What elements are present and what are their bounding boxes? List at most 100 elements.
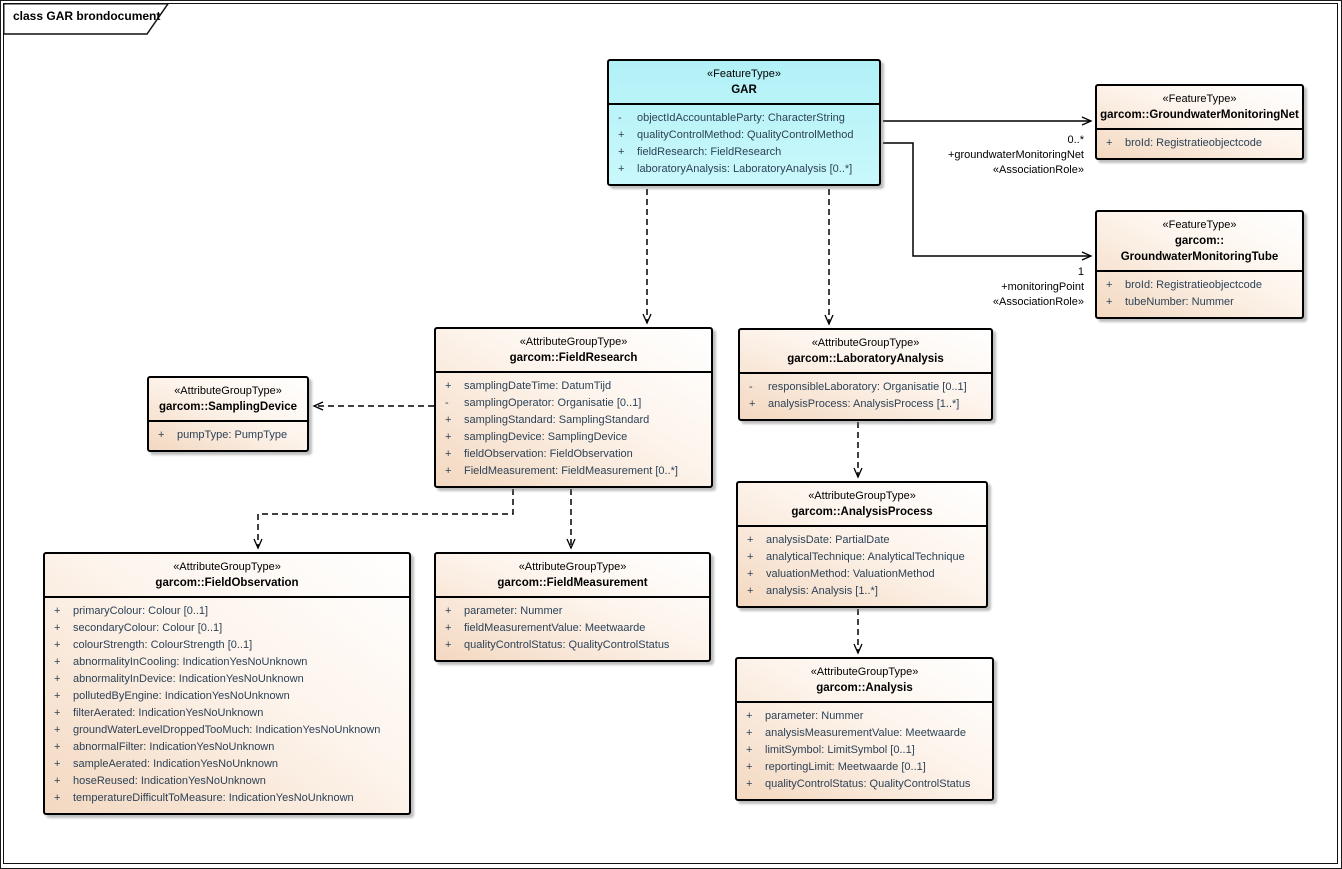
visibility-marker: + [54, 673, 61, 685]
stereotype-label: «AttributeGroupType» [808, 490, 916, 502]
attribute-row: + reportingLimit: Meetwaarde [0..1] [737, 759, 992, 776]
class-groundwatermonitoringnet[interactable]: «FeatureType» garcom::GroundwaterMonitor… [1095, 84, 1304, 160]
attribute-row: + samplingDevice: SamplingDevice [436, 429, 711, 446]
attribute-list: + samplingDateTime: DatumTijd - sampling… [436, 373, 711, 486]
class-analysis[interactable]: «AttributeGroupType» garcom::Analysis + … [735, 657, 994, 801]
role-name-label: +monitoringPoint [1001, 281, 1084, 293]
visibility-marker: + [54, 690, 61, 702]
attribute-row: + pollutedByEngine: IndicationYesNoUnkno… [45, 688, 409, 705]
visibility-marker: + [445, 465, 452, 477]
visibility-marker: + [747, 551, 754, 563]
attribute-list: + primaryColour: Colour [0..1] + seconda… [45, 598, 409, 813]
visibility-marker: + [445, 431, 452, 443]
attribute-list: + parameter: Nummer + fieldMeasurementVa… [436, 598, 709, 660]
visibility-marker: + [54, 792, 61, 804]
attribute-row: + abnormalityInDevice: IndicationYesNoUn… [45, 671, 409, 688]
class-groundwatermonitoringtube[interactable]: «FeatureType» garcom:: GroundwaterMonito… [1095, 210, 1304, 319]
visibility-marker: + [618, 146, 625, 158]
attribute-row: + broId: Registratieobjectcode [1097, 277, 1302, 294]
attribute-row: - responsibleLaboratory: Organisatie [0.… [740, 379, 991, 396]
association-stereotype-label: «AssociationRole» [992, 164, 1084, 176]
attribute-list: + analysisDate: PartialDate + analytical… [738, 527, 986, 606]
visibility-marker: + [746, 761, 753, 773]
class-samplingdevice[interactable]: «AttributeGroupType» garcom::SamplingDev… [147, 376, 309, 452]
class-name: GAR [731, 84, 757, 96]
class-analysisprocess[interactable]: «AttributeGroupType» garcom::AnalysisPro… [736, 481, 988, 608]
attribute-row: + abnormalityInCooling: IndicationYesNoU… [45, 654, 409, 671]
diagram-title: class GAR brondocument [13, 9, 161, 23]
class-header: «FeatureType» GAR [609, 61, 879, 105]
attribute-text: groundWaterLevelDroppedTooMuch: Indicati… [73, 724, 381, 736]
attribute-text: temperatureDifficultToMeasure: Indicatio… [73, 792, 354, 804]
attribute-row: + fieldMeasurementValue: Meetwaarde [436, 620, 709, 637]
multiplicity-label: 0..* [1067, 134, 1084, 146]
class-header: «AttributeGroupType» garcom::LaboratoryA… [740, 330, 991, 374]
visibility-marker: + [445, 448, 452, 460]
class-name: garcom::GroundwaterMonitoringNet [1100, 109, 1299, 121]
attribute-text: fieldResearch: FieldResearch [637, 146, 782, 158]
class-laboratoryanalysis[interactable]: «AttributeGroupType» garcom::LaboratoryA… [738, 328, 993, 421]
class-name: garcom::FieldObservation [155, 577, 299, 589]
attribute-text: analysisProcess: AnalysisProcess [1..*] [768, 398, 960, 410]
attribute-row: + fieldResearch: FieldResearch [609, 144, 879, 161]
attribute-text: primaryColour: Colour [0..1] [73, 605, 209, 617]
attribute-text: abnormalFilter: IndicationYesNoUnknown [73, 741, 275, 753]
attribute-text: limitSymbol: LimitSymbol [0..1] [765, 744, 915, 756]
attribute-row: + colourStrength: ColourStrength [0..1] [45, 637, 409, 654]
attribute-list: - responsibleLaboratory: Organisatie [0.… [740, 374, 991, 419]
attribute-text: pumpType: PumpType [177, 429, 288, 441]
stereotype-label: «AttributeGroupType» [174, 385, 282, 397]
attribute-row: + parameter: Nummer [436, 603, 709, 620]
class-gar[interactable]: «FeatureType» GAR - objectIdAccountableP… [607, 59, 881, 186]
class-fieldobservation[interactable]: «AttributeGroupType» garcom::FieldObserv… [43, 552, 411, 815]
attribute-row: + abnormalFilter: IndicationYesNoUnknown [45, 739, 409, 756]
attribute-text: analysis: Analysis [1..*] [766, 585, 878, 597]
stereotype-label: «AttributeGroupType» [173, 561, 281, 573]
attribute-row: + temperatureDifficultToMeasure: Indicat… [45, 790, 409, 807]
class-fieldmeasurement[interactable]: «AttributeGroupType» garcom::FieldMeasur… [434, 552, 711, 662]
class-fieldresearch[interactable]: «AttributeGroupType» garcom::FieldResear… [434, 327, 713, 488]
visibility-marker: + [158, 429, 165, 441]
visibility-marker: + [54, 758, 61, 770]
class-name: garcom::FieldMeasurement [497, 577, 648, 589]
stereotype-label: «AttributeGroupType» [518, 561, 627, 573]
attribute-text: laboratoryAnalysis: LaboratoryAnalysis [… [637, 163, 853, 175]
association-labels-net: 0..* +groundwaterMonitoringNet «Associat… [948, 133, 1084, 178]
role-name-label: +groundwaterMonitoringNet [947, 149, 1084, 161]
attribute-row: + secondaryColour: Colour [0..1] [45, 620, 409, 637]
visibility-marker: - [618, 112, 622, 124]
attribute-row: + qualityControlMethod: QualityControlMe… [609, 127, 879, 144]
visibility-marker: + [1106, 279, 1113, 291]
attribute-row: + broId: Registratieobjectcode [1097, 135, 1302, 152]
attribute-row: + FieldMeasurement: FieldMeasurement [0.… [436, 463, 711, 480]
stereotype-label: «FeatureType» [1162, 219, 1237, 231]
visibility-marker: + [618, 129, 625, 141]
attribute-text: abnormalityInDevice: IndicationYesNoUnkn… [73, 673, 304, 685]
class-header: «AttributeGroupType» garcom::FieldMeasur… [436, 554, 709, 598]
attribute-row: + laboratoryAnalysis: LaboratoryAnalysis… [609, 161, 879, 178]
attribute-list: - objectIdAccountableParty: CharacterStr… [609, 105, 879, 184]
attribute-list: + parameter: Nummer + analysisMeasuremen… [737, 703, 992, 799]
attribute-row: + analysisProcess: AnalysisProcess [1..*… [740, 396, 991, 413]
attribute-row: + groundWaterLevelDroppedTooMuch: Indica… [45, 722, 409, 739]
class-name: garcom:: GroundwaterMonitoringTube [1120, 235, 1279, 263]
attribute-row: + sampleAerated: IndicationYesNoUnknown [45, 756, 409, 773]
attribute-row: + limitSymbol: LimitSymbol [0..1] [737, 742, 992, 759]
attribute-row: + analyticalTechnique: AnalyticalTechniq… [738, 549, 986, 566]
attribute-list: + broId: Registratieobjectcode [1097, 130, 1302, 158]
attribute-text: parameter: Nummer [765, 710, 864, 722]
attribute-text: responsibleLaboratory: Organisatie [0..1… [768, 381, 967, 393]
class-name: garcom::AnalysisProcess [791, 506, 933, 518]
attribute-text: hoseReused: IndicationYesNoUnknown [73, 775, 266, 787]
visibility-marker: + [54, 622, 61, 634]
attribute-text: fieldMeasurementValue: Meetwaarde [464, 622, 646, 634]
attribute-row: + samplingDateTime: DatumTijd [436, 378, 711, 395]
visibility-marker: + [749, 398, 756, 410]
attribute-text: qualityControlStatus: QualityControlStat… [765, 778, 971, 790]
attribute-text: reportingLimit: Meetwaarde [0..1] [765, 761, 926, 773]
class-header: «AttributeGroupType» garcom::AnalysisPro… [738, 483, 986, 527]
attribute-row: + filterAerated: IndicationYesNoUnknown [45, 705, 409, 722]
attribute-text: filterAerated: IndicationYesNoUnknown [73, 707, 264, 719]
attribute-text: pollutedByEngine: IndicationYesNoUnknown [73, 690, 290, 702]
attribute-text: qualityControlStatus: QualityControlStat… [464, 639, 670, 651]
